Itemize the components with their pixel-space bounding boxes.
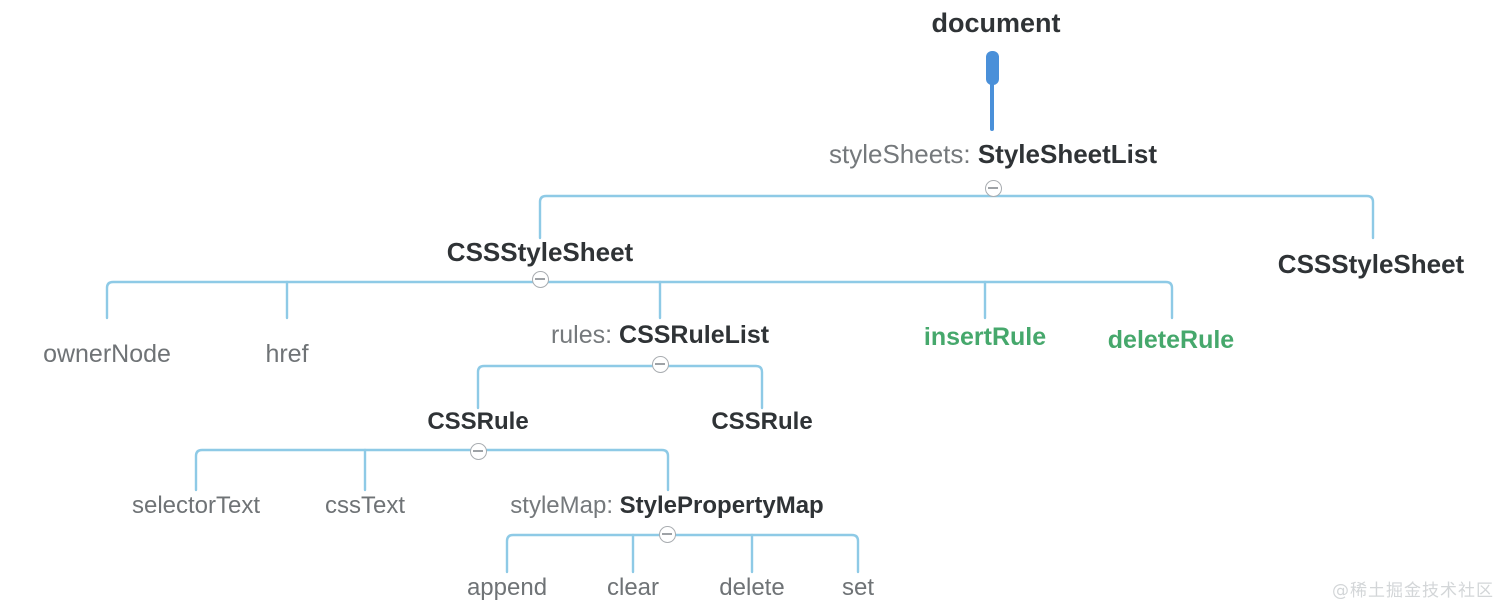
node-document[interactable]: document xyxy=(931,8,1061,38)
document-connector-handle[interactable] xyxy=(986,51,999,85)
node-delete[interactable]: delete xyxy=(719,574,785,601)
node-stylesheets-prop: styleSheets: xyxy=(828,139,978,169)
collapse-toggle-cssrule-1[interactable] xyxy=(469,442,487,460)
node-stylesheets[interactable]: styleSheets: StyleSheetList xyxy=(829,141,1157,167)
node-deleterule[interactable]: deleteRule xyxy=(1107,326,1235,354)
node-stylemap-type: StylePropertyMap xyxy=(619,492,824,519)
collapse-toggle-cssstylesheet-1[interactable] xyxy=(531,270,549,288)
node-rules[interactable]: rules: CSSRuleList xyxy=(551,323,769,348)
node-cssstylesheet-2[interactable]: CSSStyleSheet xyxy=(1277,249,1465,279)
document-connector-stem xyxy=(990,83,994,131)
node-set[interactable]: set xyxy=(841,574,875,601)
node-cssstylesheet-1[interactable]: CSSStyleSheet xyxy=(446,237,634,267)
node-href[interactable]: href xyxy=(265,340,309,368)
watermark: @稀土掘金技术社区 xyxy=(1332,581,1494,601)
node-clear[interactable]: clear xyxy=(606,574,660,601)
collapse-toggle-rules[interactable] xyxy=(651,355,669,373)
node-stylemap-prop: styleMap: xyxy=(510,492,620,519)
node-stylesheets-type: StyleSheetList xyxy=(977,139,1158,169)
node-ownernode[interactable]: ownerNode xyxy=(43,340,171,368)
node-insertrule[interactable]: insertRule xyxy=(923,323,1047,351)
node-rules-prop: rules: xyxy=(550,321,620,349)
node-csstext[interactable]: cssText xyxy=(324,492,406,519)
node-rules-type: CSSRuleList xyxy=(619,321,770,349)
collapse-toggle-stylesheets[interactable] xyxy=(984,179,1002,197)
node-stylemap[interactable]: styleMap: StylePropertyMap xyxy=(510,494,823,518)
collapse-toggle-stylemap[interactable] xyxy=(658,525,676,543)
node-cssrule-2[interactable]: CSSRule xyxy=(711,408,813,435)
node-selectortext[interactable]: selectorText xyxy=(131,492,261,519)
node-cssrule-1[interactable]: CSSRule xyxy=(427,408,529,435)
node-append[interactable]: append xyxy=(466,574,548,601)
